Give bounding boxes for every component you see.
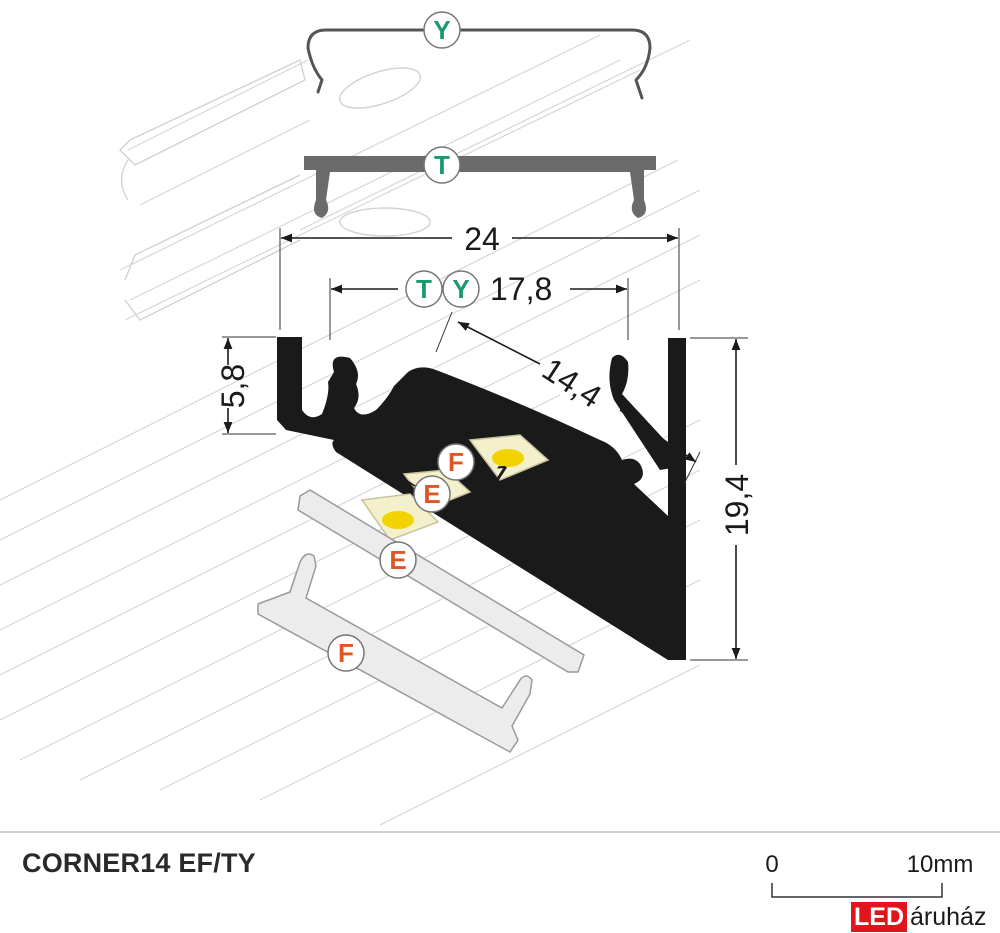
- perspective-lines: [0, 34, 701, 826]
- cover-t: [304, 156, 656, 218]
- svg-text:Y: Y: [452, 274, 469, 304]
- badge-strip-e: E: [413, 475, 451, 513]
- profile-lower-lip: [600, 540, 668, 640]
- badge-pair-y: Y: [442, 270, 480, 308]
- svg-text:Y: Y: [433, 15, 450, 45]
- ghost-cover-outlines: [119, 59, 431, 321]
- badge-diffuser-f: F: [327, 634, 365, 672]
- product-title: CORNER14 EF/TY: [22, 848, 256, 878]
- profile-right-lip: [609, 354, 672, 470]
- badge-cover-y: Y: [423, 11, 461, 49]
- diffuser-e: [297, 489, 585, 673]
- dim-width-inner: 17,8: [490, 271, 552, 307]
- svg-text:T: T: [434, 150, 450, 180]
- scale-end: 10mm: [907, 851, 974, 878]
- badge-cover-t: T: [423, 146, 461, 184]
- logo-led: LED: [851, 902, 907, 932]
- scale-start: 0: [765, 851, 778, 878]
- logo-text: áruház: [910, 903, 987, 931]
- svg-text:F: F: [448, 447, 464, 477]
- dim-height-left: 5,8: [215, 364, 251, 408]
- dim-diag-top: 14,4: [536, 351, 608, 415]
- svg-text:F: F: [338, 638, 354, 668]
- extension-lines: [222, 228, 748, 661]
- led-strip-upper: [468, 434, 550, 481]
- dim-height-total: 19,4: [719, 474, 755, 536]
- corner-profile: [277, 337, 686, 660]
- badge-strip-f: F: [437, 443, 475, 481]
- diffuser-f: [257, 553, 533, 753]
- badge-diffuser-e: E: [379, 541, 417, 579]
- svg-text:T: T: [416, 274, 432, 304]
- cover-y: [306, 28, 652, 100]
- badge-pair-t: T: [405, 270, 443, 308]
- dim-width-total: 24: [464, 221, 500, 257]
- dimension-lines: [223, 233, 741, 659]
- svg-text:E: E: [389, 545, 406, 575]
- svg-text:E: E: [423, 479, 440, 509]
- scale-bar: 0 10mm: [765, 851, 974, 898]
